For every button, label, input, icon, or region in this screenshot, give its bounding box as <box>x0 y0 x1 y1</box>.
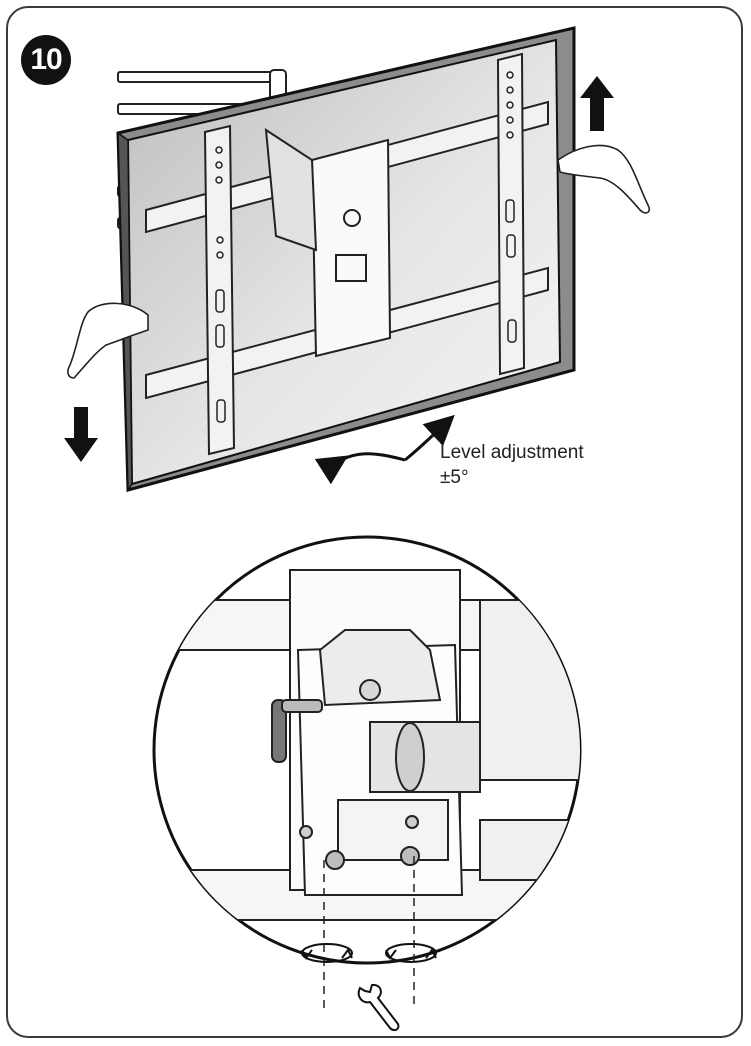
strip-holes <box>215 71 517 423</box>
bolt-guide-lines <box>323 856 415 1010</box>
bolt-rotate-icons <box>301 943 437 963</box>
level-adjustment-label: Level adjustment <box>440 442 584 463</box>
level-adjustment-range: ±5° <box>440 467 469 488</box>
arrow-up-icon <box>580 76 614 131</box>
mounting-bracket <box>145 52 549 456</box>
wrench-icon <box>357 983 400 1032</box>
rotate-arrows-icon <box>314 414 455 485</box>
detail-magnifier <box>152 535 582 965</box>
right-hand-icon <box>557 144 651 214</box>
step-number-badge: 10 <box>21 35 71 85</box>
left-hand-icon <box>67 302 149 379</box>
arrow-down-icon <box>64 407 98 462</box>
